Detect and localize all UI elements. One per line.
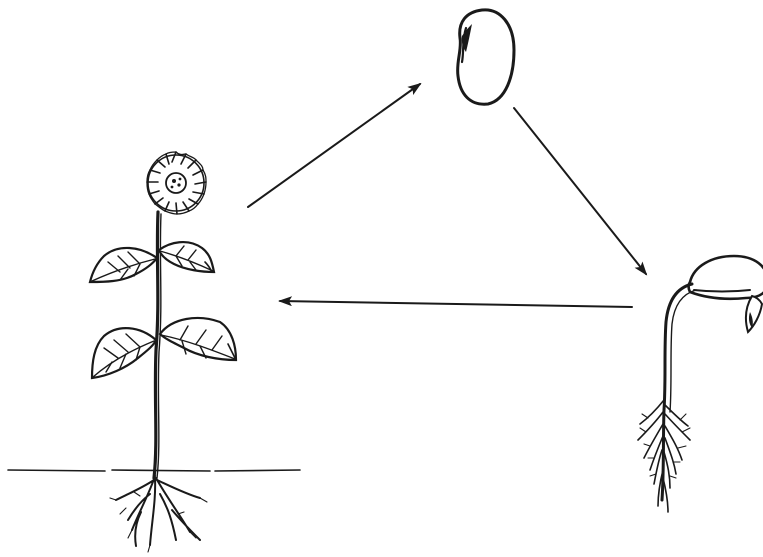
ground-line bbox=[7, 469, 301, 472]
leaf-upper-right bbox=[157, 241, 216, 274]
leaf-upper-left bbox=[88, 246, 159, 284]
leaf-lower-right bbox=[158, 316, 238, 362]
arrow-seed-to-seedling bbox=[513, 107, 648, 276]
flower-head bbox=[146, 151, 207, 215]
arrow-plant-to-seed bbox=[247, 82, 422, 208]
germinating-seedling-icon bbox=[637, 254, 763, 513]
bean-seed-icon bbox=[456, 8, 516, 106]
plant-roots bbox=[109, 475, 208, 553]
arrow-seedling-to-plant bbox=[278, 296, 633, 308]
sunflower-plant-icon bbox=[88, 151, 238, 553]
leaf-lower-left bbox=[90, 327, 158, 380]
